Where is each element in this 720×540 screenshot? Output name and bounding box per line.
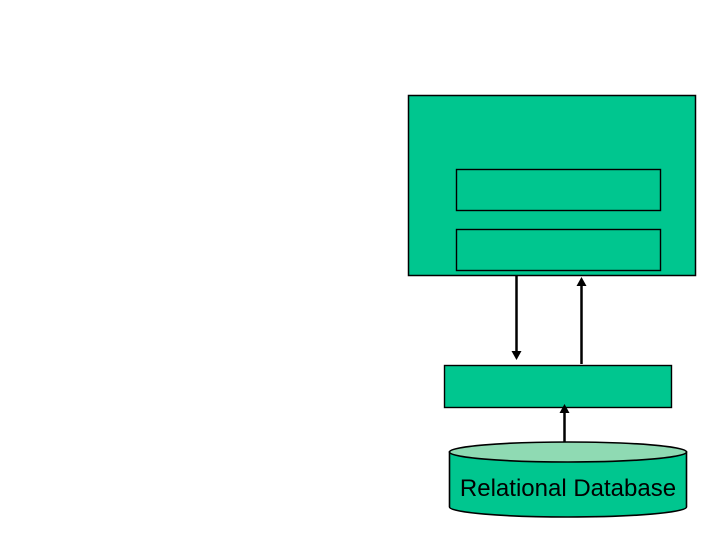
- cylinder-body: [448, 451, 688, 518]
- database-label: Relational Database: [460, 475, 676, 502]
- database-cylinder: Relational Database: [448, 441, 688, 518]
- arrowhead-up-icon: [576, 277, 587, 286]
- middle-box: [443, 364, 673, 409]
- inner-box-top: [455, 168, 662, 212]
- arrow-middle-to-outer: [576, 277, 587, 364]
- arrowhead-up-icon: [559, 404, 570, 413]
- cylinder-top: [448, 441, 688, 463]
- inner-box-bottom: [455, 228, 662, 272]
- arrowhead-down-icon: [511, 351, 522, 360]
- arrow-outer-to-middle: [511, 276, 522, 360]
